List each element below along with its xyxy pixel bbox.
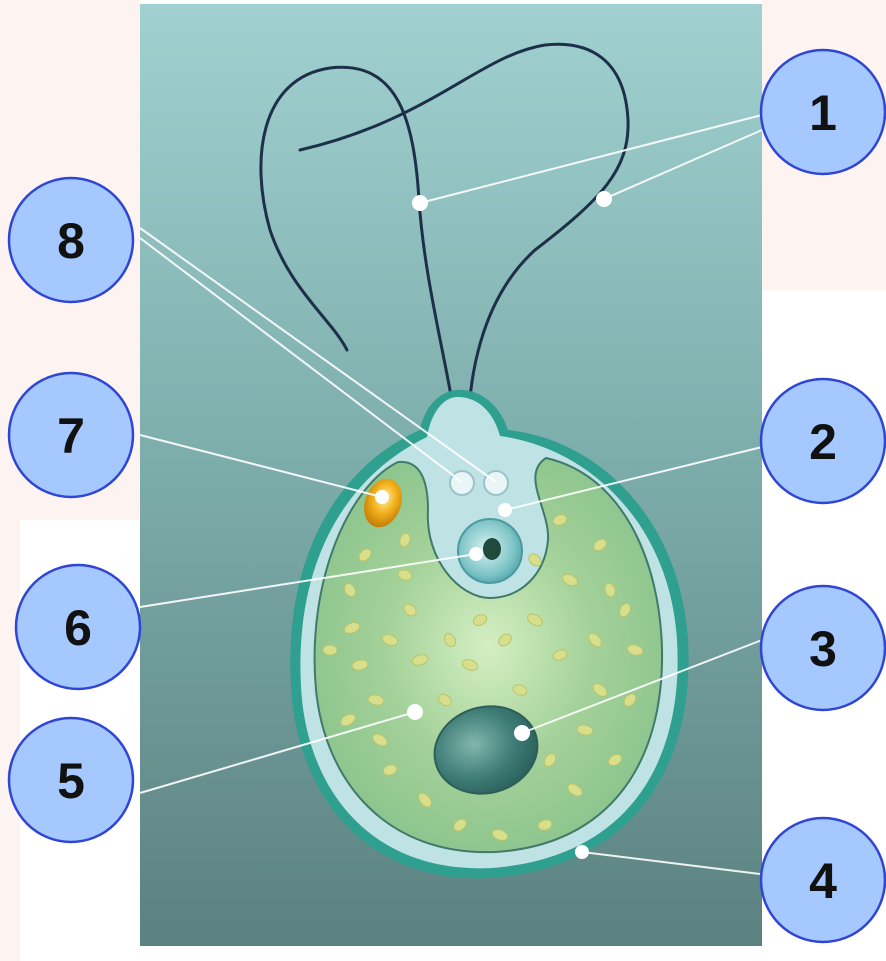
dot-3 [514,725,530,741]
callout-7: 7 [9,373,133,497]
callout-4: 4 [761,818,885,942]
basal-body-right [484,471,508,495]
callout-6: 6 [16,565,140,689]
dot-6 [469,547,483,561]
callout-label-6: 6 [64,600,92,656]
dot-5 [407,704,423,720]
callout-5: 5 [9,718,133,842]
callout-label-4: 4 [809,853,837,909]
callout-label-7: 7 [57,408,85,464]
callout-label-2: 2 [809,414,837,470]
callout-label-3: 3 [809,621,837,677]
callout-2: 2 [761,379,885,503]
dot-4 [575,845,589,859]
vacuole-core [483,538,501,560]
dot-1a [412,195,428,211]
dot-1b [596,191,612,207]
callout-1: 1 [761,50,885,174]
callout-label-8: 8 [57,213,85,269]
dot-7 [375,490,389,504]
callout-label-5: 5 [57,753,85,809]
callout-8: 8 [9,178,133,302]
callout-3: 3 [761,586,885,710]
dot-2 [498,503,512,517]
callout-label-1: 1 [809,85,837,141]
